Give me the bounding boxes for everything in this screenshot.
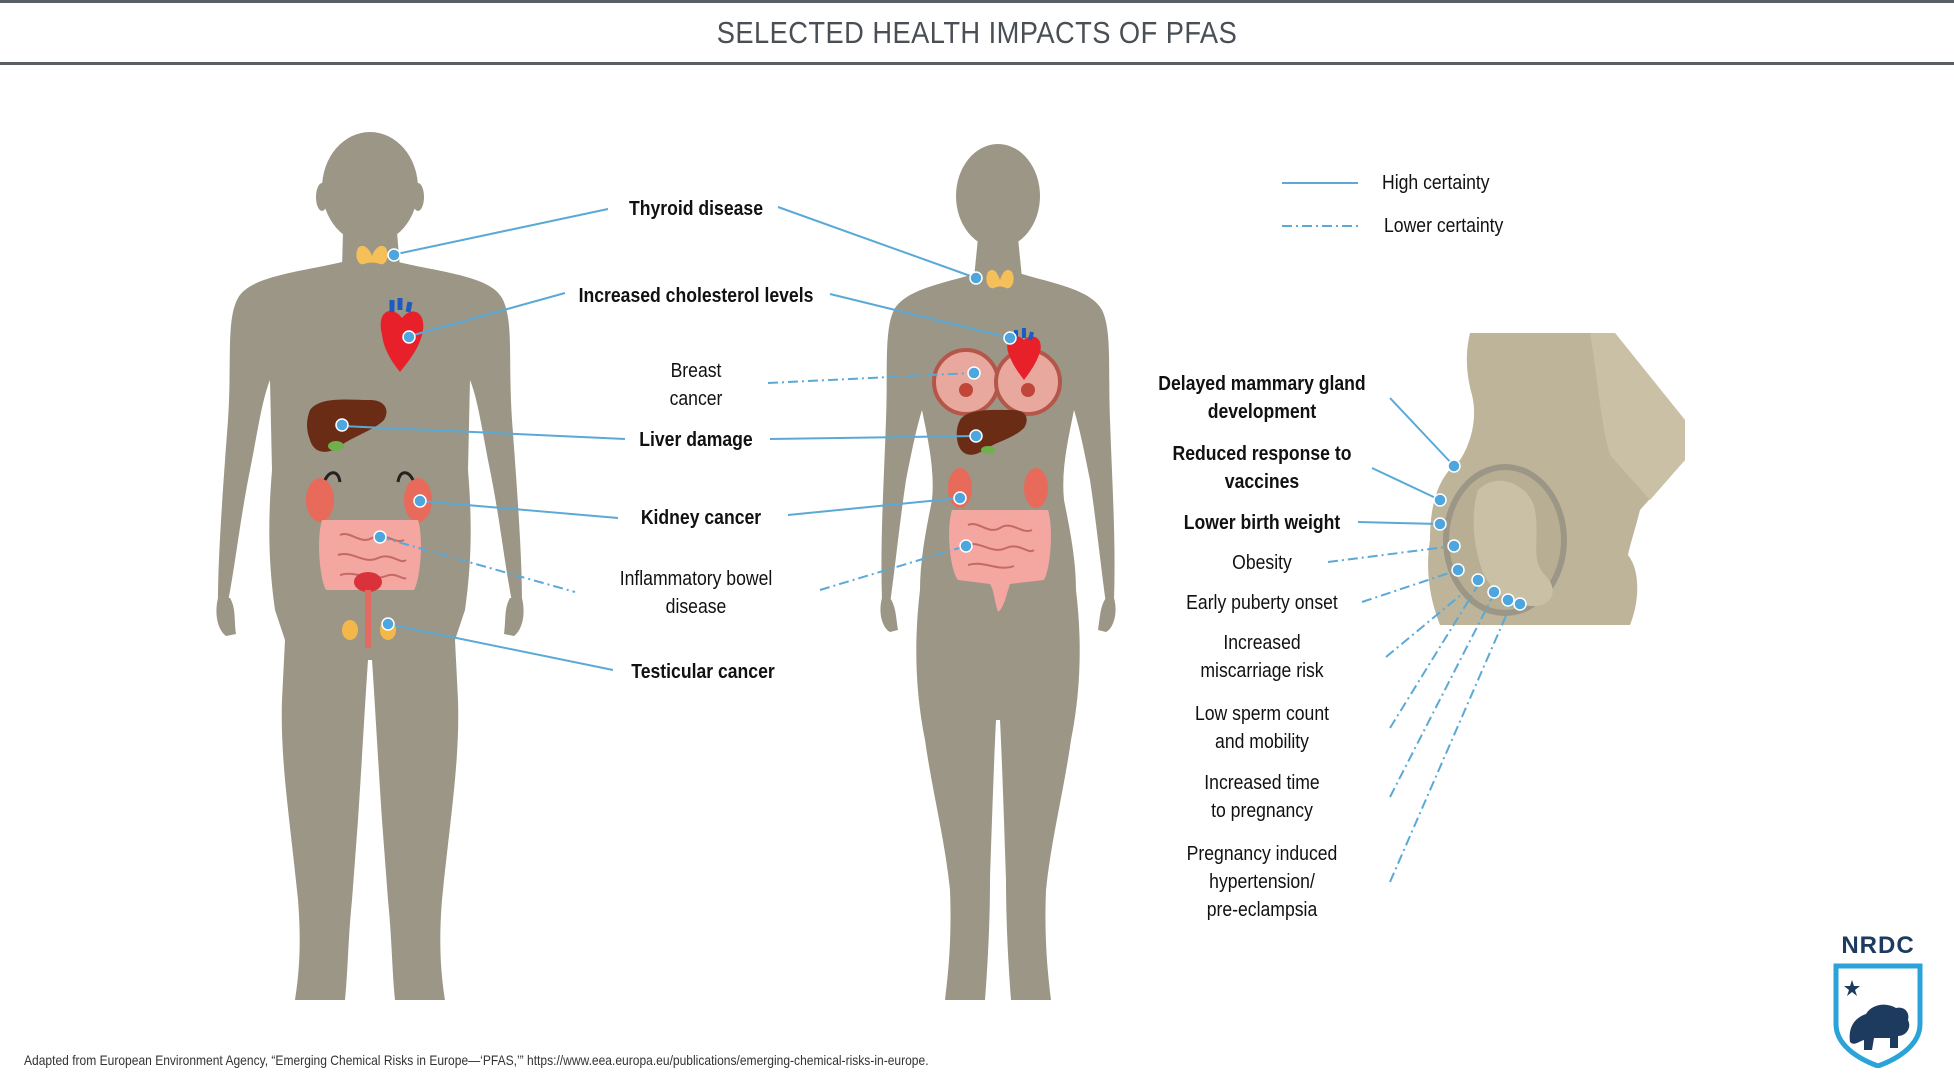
label-puberty: Early puberty onset bbox=[1186, 592, 1338, 614]
label-mammary-line2: development bbox=[1207, 401, 1317, 423]
label-thyroid: Thyroid disease bbox=[628, 198, 764, 220]
connector-dots bbox=[335, 248, 1527, 631]
label-time-line2: to pregnancy bbox=[1211, 800, 1313, 822]
page-title: SELECTED HEALTH IMPACTS OF PFAS bbox=[716, 15, 1238, 50]
label-ibd-line1: Inflammatory bowel bbox=[619, 568, 773, 590]
label-vaccine-line2: vaccines bbox=[1224, 471, 1300, 493]
female-silhouette bbox=[880, 144, 1116, 1000]
female-intestines bbox=[949, 510, 1051, 612]
legend-low-label: Lower certainty bbox=[1384, 215, 1504, 237]
label-vaccine-line1: Reduced response to bbox=[1172, 443, 1352, 465]
label-testicular: Testicular cancer bbox=[631, 661, 775, 683]
top-rule bbox=[0, 0, 1954, 3]
source-citation: Adapted from European Environment Agency… bbox=[24, 1052, 929, 1068]
logo-wordmark: NRDC bbox=[1841, 932, 1915, 959]
line-puberty bbox=[1361, 569, 1459, 603]
line-mammary bbox=[1389, 397, 1455, 467]
label-breast-line2: cancer bbox=[669, 388, 723, 410]
title-rule bbox=[0, 62, 1954, 65]
line-chol-male bbox=[409, 292, 566, 337]
line-testicular bbox=[387, 623, 614, 671]
label-obesity: Obesity bbox=[1232, 552, 1292, 574]
line-obesity bbox=[1327, 545, 1455, 563]
line-time bbox=[1389, 593, 1495, 798]
line-kidney-male bbox=[419, 500, 619, 519]
line-liver-male bbox=[341, 425, 626, 440]
line-birthweight bbox=[1357, 521, 1441, 525]
label-time-line1: Increased time bbox=[1204, 772, 1320, 794]
female-thyroid bbox=[986, 269, 1014, 289]
line-liver-female bbox=[769, 435, 977, 440]
connector-lines bbox=[341, 182, 1513, 883]
nrdc-logo: NRDC bbox=[1826, 932, 1930, 1068]
label-ibd-line2: disease bbox=[665, 596, 727, 618]
male-intestines bbox=[319, 520, 421, 648]
line-thyroid-female bbox=[777, 206, 977, 279]
line-breast bbox=[767, 372, 973, 384]
label-liver: Liver damage bbox=[639, 429, 753, 451]
male-heart bbox=[380, 298, 424, 372]
label-mammary-line1: Delayed mammary gland bbox=[1158, 373, 1366, 395]
line-thyroid-male bbox=[391, 208, 609, 256]
label-birthweight: Lower birth weight bbox=[1183, 512, 1341, 534]
male-thyroid bbox=[356, 245, 388, 265]
label-hyper-line1: Pregnancy induced bbox=[1186, 843, 1338, 865]
line-kidney-female bbox=[787, 497, 961, 516]
pregnant-silhouette bbox=[1428, 333, 1685, 625]
line-ibd-female bbox=[819, 545, 967, 591]
line-vaccine bbox=[1371, 467, 1441, 501]
line-ibd-male bbox=[379, 536, 576, 593]
label-sperm-line2: and mobility bbox=[1215, 731, 1309, 753]
label-sperm-line1: Low sperm count bbox=[1194, 703, 1330, 725]
female-liver bbox=[956, 409, 1027, 455]
line-hyper bbox=[1389, 601, 1513, 883]
label-miscarriage-line1: Increased bbox=[1223, 632, 1301, 654]
label-kidney: Kidney cancer bbox=[640, 507, 762, 529]
bear-shield-icon bbox=[1833, 963, 1923, 1068]
line-chol-female bbox=[829, 293, 1011, 339]
line-miscarriage bbox=[1385, 593, 1463, 658]
label-breast-line1: Breast bbox=[670, 360, 722, 382]
label-hyper-line2: hypertension/ bbox=[1209, 871, 1315, 893]
line-sperm bbox=[1389, 581, 1481, 729]
legend-high-label: High certainty bbox=[1382, 172, 1490, 194]
label-miscarriage-line2: miscarriage risk bbox=[1200, 660, 1324, 682]
label-cholesterol: Increased cholesterol levels bbox=[578, 285, 814, 307]
label-hyper-line3: pre-eclampsia bbox=[1206, 899, 1318, 921]
